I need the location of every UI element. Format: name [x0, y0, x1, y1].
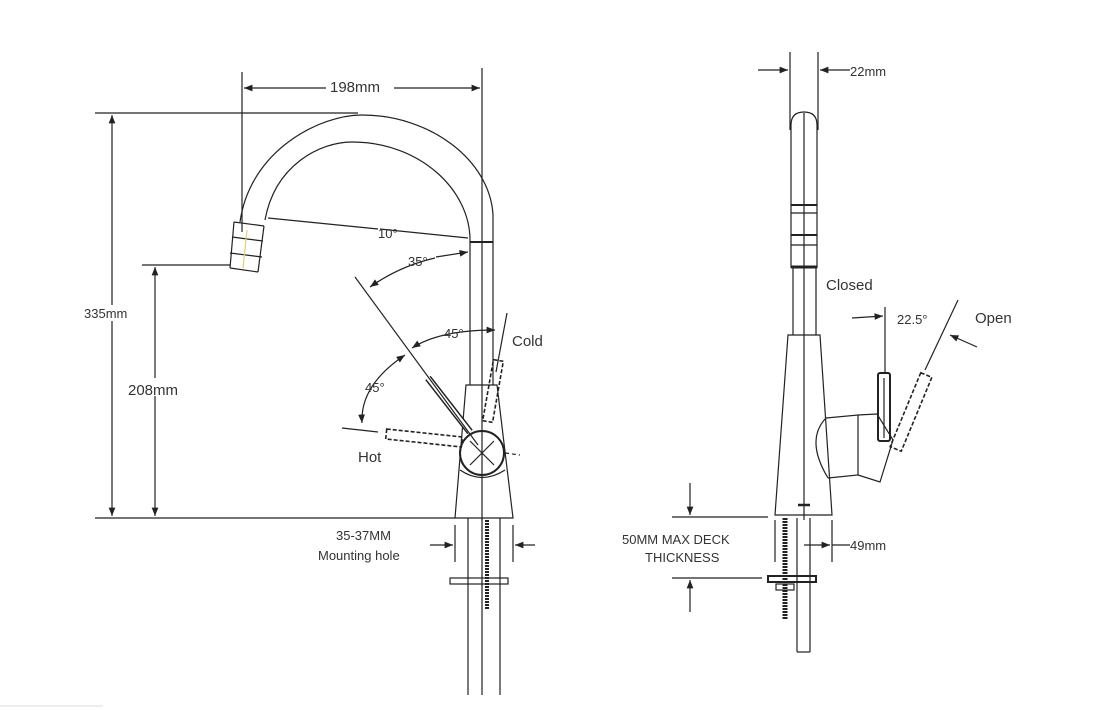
- open-angle-label: 22.5°: [897, 312, 928, 327]
- total-height-label: 335mm: [84, 306, 127, 321]
- mounting-hole-label: Mounting hole: [318, 548, 400, 563]
- front-body: [454, 384, 521, 519]
- cold-angle-label: 45°: [444, 326, 464, 341]
- deck-thickness-line1: 50MM MAX DECK: [622, 532, 730, 547]
- handle-angle-label: 35°: [408, 254, 428, 269]
- closed-label: Closed: [826, 277, 873, 294]
- cold-position-handle: [481, 312, 508, 424]
- base-diameter-dimension: [774, 520, 850, 562]
- deck-thickness-line2: THICKNESS: [645, 550, 720, 565]
- cold-label: Cold: [512, 333, 543, 350]
- side-view: 22mm Closed: [622, 52, 1012, 653]
- open-label: Open: [975, 310, 1012, 327]
- hot-angle-label: 45°: [365, 380, 385, 395]
- side-spout: [790, 111, 818, 520]
- front-view: 198mm 335mm 208mm: [82, 68, 543, 695]
- mounting-hole-size: 35-37MM: [336, 528, 391, 543]
- spout-angle-line: [379, 228, 469, 239]
- side-body: [774, 334, 894, 516]
- hot-position-handle: [384, 428, 464, 448]
- lever-handle: [354, 276, 479, 446]
- spout-height-dimension: 208mm: [127, 264, 230, 516]
- base-diameter-label: 49mm: [850, 538, 886, 553]
- total-height-dimension: 335mm: [82, 112, 358, 516]
- deck-thickness-dimension: [672, 483, 768, 612]
- width-dim-label: 198mm: [330, 79, 380, 96]
- spout-angle-label: 10°: [378, 226, 398, 241]
- open-handle: [889, 299, 978, 453]
- spout-height-label: 208mm: [128, 382, 178, 399]
- spout: [229, 114, 494, 385]
- side-mounting-hardware: [767, 518, 817, 653]
- closed-handle: [851, 307, 891, 442]
- width-dimension: 198mm: [241, 68, 483, 520]
- spout-diameter-dimension: 22mm: [758, 52, 886, 130]
- front-mounting-hardware: [430, 518, 535, 695]
- hot-label: Hot: [358, 449, 382, 466]
- spout-diameter-label: 22mm: [850, 64, 886, 79]
